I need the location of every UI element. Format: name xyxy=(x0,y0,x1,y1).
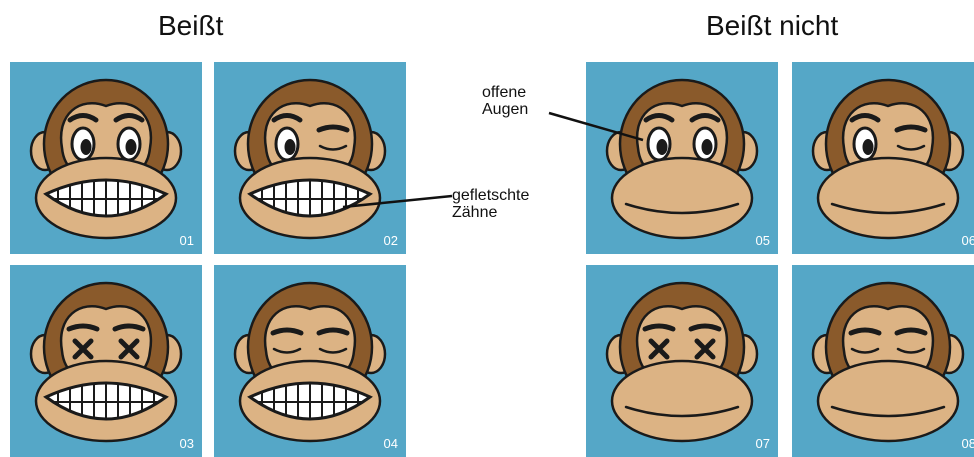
tile-number: 03 xyxy=(179,436,194,451)
tile-number: 06 xyxy=(961,233,974,248)
tile-06: 06 xyxy=(792,62,974,254)
callout-teeth: gefletschte Zähne xyxy=(452,187,529,221)
tile-number: 07 xyxy=(755,436,770,451)
callout-teeth-line2: Zähne xyxy=(452,204,498,221)
tile-07: 07 xyxy=(586,265,778,457)
tile-02: 02 xyxy=(214,62,406,254)
monkey-face-icon xyxy=(811,281,965,443)
callout-eyes-line1: offene xyxy=(482,84,527,101)
tile-01: 01 xyxy=(10,62,202,254)
tile-number: 02 xyxy=(383,233,398,248)
monkey-face-icon xyxy=(605,281,759,443)
tile-number: 08 xyxy=(961,436,974,451)
heading-no-bite: Beißt nicht xyxy=(706,10,839,41)
tile-number: 01 xyxy=(179,233,194,248)
monkey-face-icon xyxy=(811,78,965,240)
tile-05: 05 xyxy=(586,62,778,254)
monkey-face-icon xyxy=(29,78,183,240)
tile-number: 05 xyxy=(755,233,770,248)
monkey-face-icon xyxy=(29,281,183,443)
tile-08: 08 xyxy=(792,265,974,457)
tile-04: 04 xyxy=(214,265,406,457)
monkey-face-icon xyxy=(233,78,387,240)
callout-eyes: offene Augen xyxy=(482,84,528,118)
monkey-face-icon xyxy=(605,78,759,240)
tile-03: 03 xyxy=(10,265,202,457)
heading-bites: Beißt xyxy=(158,10,224,41)
tile-number: 04 xyxy=(383,436,398,451)
callout-eyes-line2: Augen xyxy=(482,101,529,118)
monkey-face-icon xyxy=(233,281,387,443)
callout-teeth-line1: gefletschte xyxy=(452,187,530,204)
